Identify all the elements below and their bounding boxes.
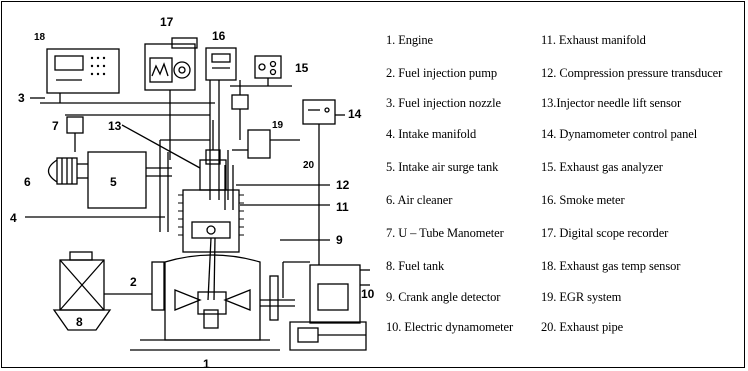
legend-item: 10. Electric dynamometer (386, 320, 513, 335)
callout-6: 6 (24, 175, 31, 189)
legend-item: 9. Crank angle detector (386, 290, 500, 305)
legend-item: 20. Exhaust pipe (541, 320, 623, 335)
u-tube-manometer (67, 117, 83, 133)
callout-11: 11 (336, 200, 349, 214)
legend-item: 15. Exhaust gas analyzer (541, 160, 663, 175)
callout-9: 9 (336, 233, 343, 247)
callout-7: 7 (52, 119, 59, 133)
callout-4: 4 (10, 211, 17, 225)
dynamometer-control-panel (303, 100, 335, 124)
callout-2: 2 (130, 275, 137, 289)
engine-test-rig-schematic: 17 18 16 15 3 14 7 13 19 20 6 5 12 11 4 … (0, 0, 375, 371)
callout-8: 8 (76, 315, 83, 329)
callout-10: 10 (361, 287, 375, 301)
legend-item: 14. Dynamometer control panel (541, 127, 697, 142)
callout-3: 3 (18, 91, 25, 105)
legend-item: 19. EGR system (541, 290, 621, 305)
smoke-meter (206, 48, 236, 80)
callout-13: 13 (108, 119, 122, 133)
intake-surge-tank (88, 152, 146, 208)
legend-item: 13.Injector needle lift sensor (541, 96, 681, 111)
legend-item: 12. Compression pressure transducer (541, 66, 722, 81)
legend-item: 7. U – Tube Manometer (386, 226, 504, 241)
egr-system (248, 130, 270, 158)
legend-item: 1. Engine (386, 33, 433, 48)
legend-item: 2. Fuel injection pump (386, 66, 497, 81)
legend-item: 3. Fuel injection nozzle (386, 96, 501, 111)
fuel-injection-pump (152, 262, 164, 310)
legend-item: 18. Exhaust gas temp sensor (541, 259, 680, 274)
callout-17: 17 (160, 15, 174, 29)
callout-18: 18 (34, 32, 46, 43)
crank-angle-detector (270, 276, 278, 320)
legend-item: 17. Digital scope recorder (541, 226, 668, 241)
crankcase (165, 255, 260, 340)
legend-item: 4. Intake manifold (386, 127, 476, 142)
legend-item: 5. Intake air surge tank (386, 160, 498, 175)
callout-1: 1 (203, 357, 210, 371)
callout-14: 14 (348, 107, 362, 121)
callout-15: 15 (295, 61, 309, 75)
legend-item: 8. Fuel tank (386, 259, 444, 274)
legend-item: 11. Exhaust manifold (541, 33, 646, 48)
legend-item: 16. Smoke meter (541, 193, 625, 208)
callout-20: 20 (303, 160, 315, 171)
callout-19: 19 (272, 120, 284, 131)
callout-12: 12 (336, 178, 350, 192)
legend-item: 6. Air cleaner (386, 193, 452, 208)
callout-5: 5 (110, 175, 117, 189)
callout-16: 16 (212, 29, 226, 43)
